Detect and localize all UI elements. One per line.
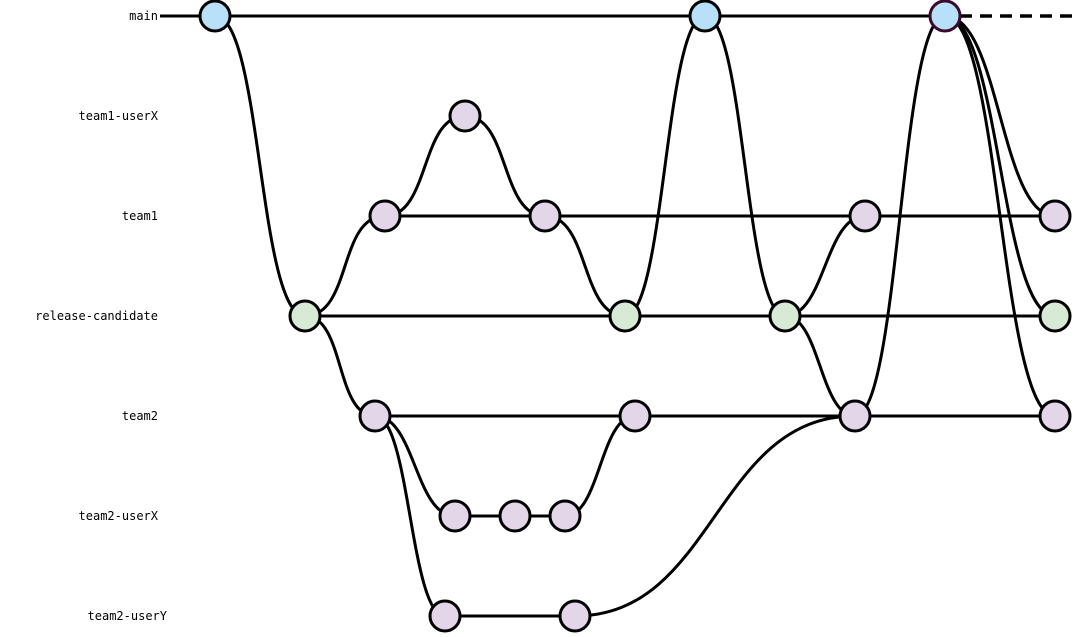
commit-node-team1[interactable]	[1038, 199, 1072, 233]
commit-node-team2[interactable]	[1038, 399, 1072, 433]
commit-node-team1[interactable]	[368, 199, 402, 233]
commit-node-team1-userx[interactable]	[448, 99, 482, 133]
commit-node-team2-userx[interactable]	[438, 499, 472, 533]
edge-team2-to-main	[854, 14, 946, 418]
edge-release-candidate-to-team2-2	[784, 314, 856, 418]
edge-main-to-release-candidate	[214, 14, 306, 318]
commit-node-team1[interactable]	[528, 199, 562, 233]
edge-release-candidate-to-main	[624, 14, 706, 318]
edge-team2-to-team2-usery	[374, 414, 446, 618]
commit-node-team2-userx[interactable]	[498, 499, 532, 533]
commit-node-release-candidate[interactable]	[608, 299, 642, 333]
branch-label-team2-userx: team2-userX	[79, 509, 159, 523]
commit-node-team1[interactable]	[848, 199, 882, 233]
branch-lines	[160, 14, 1072, 618]
edge-team2-to-team2-userx	[374, 414, 456, 518]
commit-nodes	[198, 0, 1072, 633]
branch-label-team1-userx: team1-userX	[79, 109, 159, 123]
commit-node-release-candidate[interactable]	[288, 299, 322, 333]
edge-release-candidate-to-team1	[304, 214, 386, 318]
edge-main-to-team2	[944, 14, 1056, 418]
edge-team1-to-team1-userx	[384, 114, 466, 218]
commit-node-main-head[interactable]	[928, 0, 962, 33]
edge-release-candidate-to-team1-2	[784, 214, 866, 318]
edge-main-to-release-candidate-2	[704, 14, 786, 318]
branch-label-team2: team2	[122, 409, 158, 423]
branch-label-team2-usery: team2-userY	[88, 609, 168, 623]
commit-node-team2[interactable]	[618, 399, 652, 433]
commit-node-release-candidate[interactable]	[1038, 299, 1072, 333]
branch-labels: main team1-userX team1 release-candidate…	[35, 9, 168, 623]
commit-node-team2-userx[interactable]	[548, 499, 582, 533]
commit-node-main[interactable]	[198, 0, 232, 33]
branch-label-release-candidate: release-candidate	[35, 309, 158, 323]
commit-node-team2[interactable]	[358, 399, 392, 433]
commit-node-team2[interactable]	[838, 399, 872, 433]
commit-node-main[interactable]	[688, 0, 722, 33]
commit-node-release-candidate[interactable]	[768, 299, 802, 333]
edge-main-to-team1	[944, 14, 1056, 218]
edge-team2-userx-to-team2	[564, 414, 636, 518]
edge-team2-usery-to-team2	[574, 414, 856, 618]
commit-node-team2-usery[interactable]	[558, 599, 592, 633]
branch-label-main: main	[129, 9, 158, 23]
edge-team1-to-release-candidate	[544, 214, 626, 318]
commit-node-team2-usery[interactable]	[428, 599, 462, 633]
branch-label-team1: team1	[122, 209, 158, 223]
edge-team1-userx-to-team1	[464, 114, 546, 218]
edge-main-to-release-candidate-3	[944, 14, 1056, 318]
edge-release-candidate-to-team2	[304, 314, 376, 418]
